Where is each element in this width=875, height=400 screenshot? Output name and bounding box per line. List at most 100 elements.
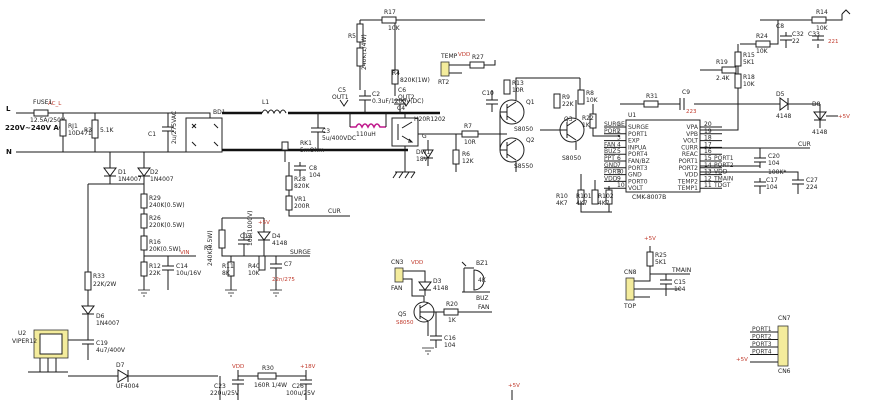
c16-value: 104: [444, 342, 456, 349]
r26-ref: R26: [149, 215, 161, 222]
u1-left-net-label: GND: [604, 162, 618, 169]
c17-symbol: [754, 178, 766, 194]
current-sense: RK1 5mOhm C8 104 R28 820K VR1 200R CUR: [281, 140, 350, 217]
vdd-label: VDD: [232, 364, 244, 370]
u1-right-pin-number: 19: [704, 128, 712, 135]
plus5-top-label: +5V: [644, 236, 656, 242]
r25-ref: R25: [655, 252, 667, 259]
c9-ref: C9: [682, 89, 690, 96]
u1-right-net-label: TMAIN: [713, 175, 733, 182]
d4-ref: D4: [272, 233, 281, 240]
r6-symbol: [452, 149, 460, 165]
r15-ref: R15: [743, 52, 755, 59]
d8-value: 4148: [812, 129, 827, 136]
input-voltage-label: 220V~240V AC: [5, 124, 64, 132]
c1-symbol: [162, 113, 174, 152]
cn7-pin-label: PORT1: [752, 326, 772, 333]
r1-ref: R1: [204, 245, 212, 252]
c26-value: 100u/25V: [286, 390, 316, 397]
u1-left-net-label: PORT0: [604, 169, 624, 176]
out1-label: OUT1: [332, 94, 349, 101]
rj1-symbol: [59, 119, 67, 137]
plus5-bottom-label: +5V: [508, 383, 520, 389]
igbt-ground: [392, 171, 416, 179]
c3-ref: C3: [322, 128, 330, 135]
r19-ref: R19: [716, 59, 728, 66]
u1-left-pin-name: INPUA: [628, 144, 647, 151]
r8-value: 10K: [586, 97, 599, 104]
u1-left-pin-name: PORT1: [628, 131, 648, 138]
r40-ref: R40: [248, 263, 260, 270]
c23-symbol: [232, 370, 244, 400]
fuse-value: 12.5A/250V: [30, 117, 66, 124]
r24-value: 10K: [756, 48, 769, 55]
r33-ref: R33: [93, 273, 105, 280]
fan-net: FAN: [478, 304, 490, 311]
u1-right-pin-name: VDD: [685, 172, 699, 179]
cur2-label: CUR: [798, 141, 811, 148]
coil-value: 110uH: [356, 131, 376, 138]
d7-ref: D7: [116, 362, 125, 369]
fuse-ref: FUSE1: [33, 99, 52, 106]
r15-symbol: [734, 51, 742, 67]
r20-symbol: [443, 308, 459, 316]
c5-ref: C5: [338, 87, 346, 94]
r6-value: 12K: [462, 158, 475, 165]
cn7-ref: CN7: [778, 315, 791, 322]
line-label: L: [6, 105, 11, 113]
c14-symbol: [162, 256, 174, 290]
u1-right-pin-name: REAC: [682, 151, 698, 158]
c20-symbol: [754, 154, 766, 168]
d8-ref: D8: [812, 101, 821, 108]
neutral-label: N: [6, 148, 12, 156]
d6-symbol: [81, 290, 95, 330]
u1-left-pin-name: FAN/BZ: [628, 158, 650, 165]
neutral-rail: [16, 150, 211, 153]
r19-symbol: [721, 66, 737, 74]
u1-right-pin-name: PORT2: [678, 165, 698, 172]
rk1-symbol: [281, 141, 289, 151]
q1-value: S8050: [514, 126, 533, 133]
top-connector: CN8 TOP +5V R25 5K1 TMAIN C15 104: [623, 236, 691, 310]
igbt-symbol: [391, 117, 419, 147]
l1-inductor: [261, 109, 287, 115]
d3-symbol: [418, 281, 432, 296]
r30-ref: R30: [262, 365, 274, 372]
r101-ref: R101: [576, 193, 592, 200]
r22-ref: R22: [582, 115, 594, 122]
rk1-value: 5mOhm: [300, 147, 324, 154]
bd1-symbol: [185, 117, 223, 153]
d4-symbol: [222, 217, 271, 256]
r15-value: 5K1: [743, 59, 755, 66]
r3-symbol: [91, 119, 99, 139]
bz1-symbol: [473, 269, 485, 291]
cn7-pin-label: PORT4: [752, 349, 772, 356]
r17-value: 10K: [388, 25, 401, 32]
right-network: R14 10K C33 221 C32 22 C8 R24 10K R15 5K…: [700, 9, 851, 194]
g-label: G: [422, 133, 427, 140]
c15-value: 104: [674, 286, 686, 293]
vin-label: VIN: [180, 250, 190, 256]
surge-net: SURGE: [290, 249, 311, 256]
c16-ref: C16: [444, 335, 456, 342]
c16-symbol: [430, 312, 442, 348]
r26-symbol: [140, 213, 148, 229]
rj1-ref: RJ1: [68, 123, 78, 130]
r31-symbol: [643, 100, 659, 108]
r1-value: 240K(0.5W): [207, 230, 214, 266]
c20-ref: C20: [768, 153, 780, 160]
u1-left-pin-number: 6: [617, 155, 621, 162]
r102-ref: R102: [598, 193, 614, 200]
r7-value: 10R: [464, 139, 476, 146]
rk1-ref: RK1: [300, 140, 312, 147]
d2-ref: D2: [150, 169, 159, 176]
r31-ref: R31: [646, 93, 658, 100]
r12-ref: R12: [149, 263, 161, 270]
fuse-symbol: [33, 109, 49, 117]
c4-ref: C4: [397, 105, 405, 112]
r9-ref: R9: [562, 94, 570, 101]
r4b-symbol: [356, 47, 364, 67]
q3-ref: Q3: [564, 116, 573, 123]
r3-value: 5.1K: [100, 127, 115, 134]
